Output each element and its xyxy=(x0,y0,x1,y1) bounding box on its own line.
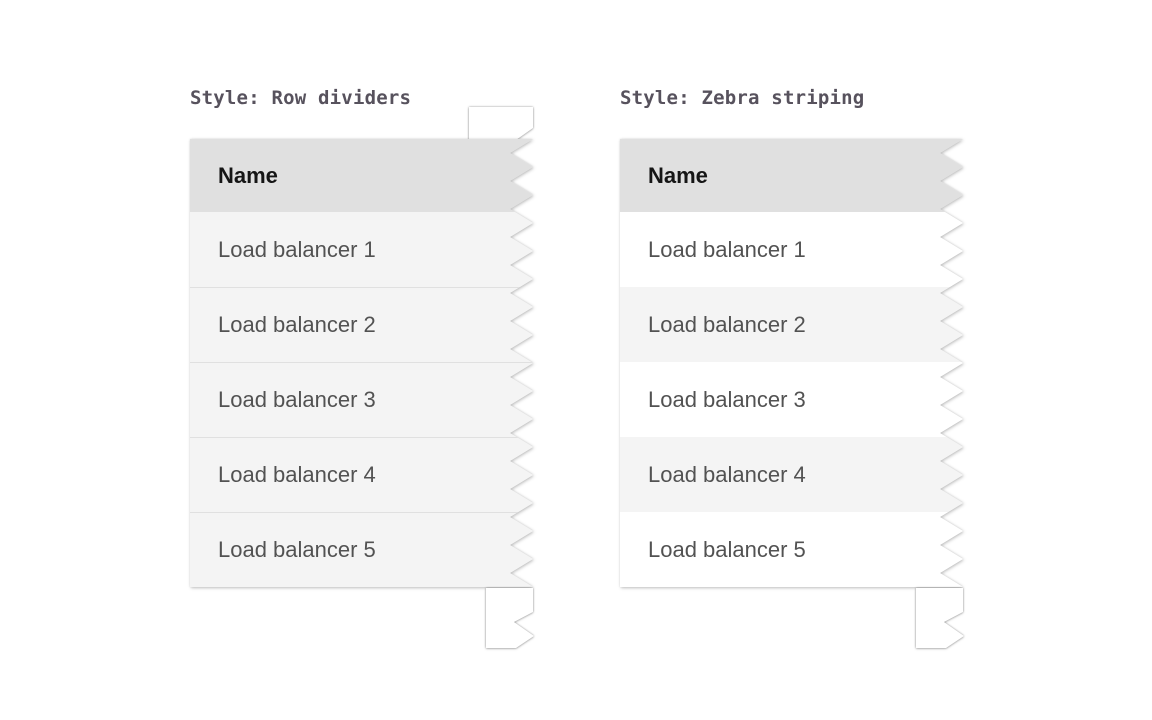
table-row: Load balancer 2 xyxy=(620,287,963,362)
panel-caption: Style: Row dividers xyxy=(190,87,412,109)
table-row: Load balancer 3 xyxy=(190,362,533,437)
data-table-row-dividers: Name Load balancer 1 Load balancer 2 Loa… xyxy=(190,139,533,587)
table-row: Load balancer 4 xyxy=(190,437,533,512)
panel-zebra-striping: Style: Zebra striping Name Load balancer… xyxy=(620,0,980,720)
table-header-cell-name: Name xyxy=(620,139,963,212)
panel-row-dividers: Style: Row dividers Name Load balancer 1… xyxy=(190,0,550,720)
table-header-cell-name: Name xyxy=(190,139,533,212)
table-torn-edge: Name Load balancer 1 Load balancer 2 Loa… xyxy=(190,139,533,587)
torn-fragment-bottom-shape xyxy=(916,588,964,648)
torn-fragment-bottom xyxy=(916,588,965,649)
panel-caption: Style: Zebra striping xyxy=(620,87,865,109)
torn-fragment-top xyxy=(469,107,533,140)
table-row: Load balancer 3 xyxy=(620,362,963,437)
table-row: Load balancer 4 xyxy=(620,437,963,512)
table-row: Load balancer 1 xyxy=(620,212,963,287)
table-torn-edge: Name Load balancer 1 Load balancer 2 Loa… xyxy=(620,139,963,587)
table-row: Load balancer 5 xyxy=(190,512,533,587)
torn-fragment-bottom-shape xyxy=(486,588,534,648)
data-table-zebra-striping: Name Load balancer 1 Load balancer 2 Loa… xyxy=(620,139,963,587)
table-row: Load balancer 1 xyxy=(190,212,533,287)
table-row: Load balancer 5 xyxy=(620,512,963,587)
torn-fragment-top-shape xyxy=(469,107,533,140)
torn-fragment-bottom xyxy=(486,588,535,649)
table-row: Load balancer 2 xyxy=(190,287,533,362)
